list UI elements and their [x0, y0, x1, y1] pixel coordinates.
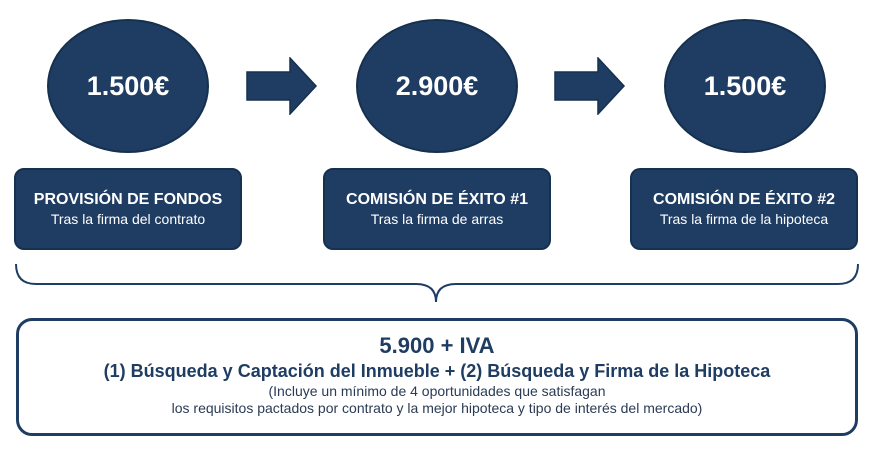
step-box-1: PROVISIÓN DE FONDOS Tras la firma del co… — [14, 168, 242, 250]
summary-note-line-1: (Incluye un mínimo de 4 oportunidades qu… — [268, 383, 606, 399]
summary-box: 5.900 + IVA (1) Búsqueda y Captación del… — [16, 318, 858, 436]
amount-circle-1: 1.500€ — [47, 19, 209, 153]
step-title-2: COMISIÓN DE ÉXITO #1 — [346, 191, 528, 208]
step-subtitle-2: Tras la firma de arras — [370, 211, 504, 227]
amount-1: 1.500€ — [86, 70, 170, 101]
right-arrow-icon — [554, 57, 626, 115]
amount-circle-2: 2.900€ — [356, 19, 518, 153]
amount-3: 1.500€ — [703, 70, 787, 101]
summary-total: 5.900 + IVA — [379, 333, 495, 358]
amount-circle-3: 1.500€ — [664, 19, 826, 153]
step-box-2: COMISIÓN DE ÉXITO #1 Tras la firma de ar… — [323, 168, 551, 250]
summary-services: (1) Búsqueda y Captación del Inmueble + … — [103, 361, 771, 381]
step-title-3: COMISIÓN DE ÉXITO #2 — [653, 191, 835, 208]
curly-brace-icon — [15, 263, 859, 303]
amount-2: 2.900€ — [395, 70, 479, 101]
summary-note-line-2: los requisitos pactados por contrato y l… — [171, 400, 703, 416]
step-box-3: COMISIÓN DE ÉXITO #2 Tras la firma de la… — [630, 168, 858, 250]
step-subtitle-1: Tras la firma del contrato — [50, 211, 206, 227]
step-title-1: PROVISIÓN DE FONDOS — [33, 191, 223, 208]
right-arrow-icon — [246, 57, 318, 115]
step-subtitle-3: Tras la firma de la hipoteca — [659, 211, 829, 227]
